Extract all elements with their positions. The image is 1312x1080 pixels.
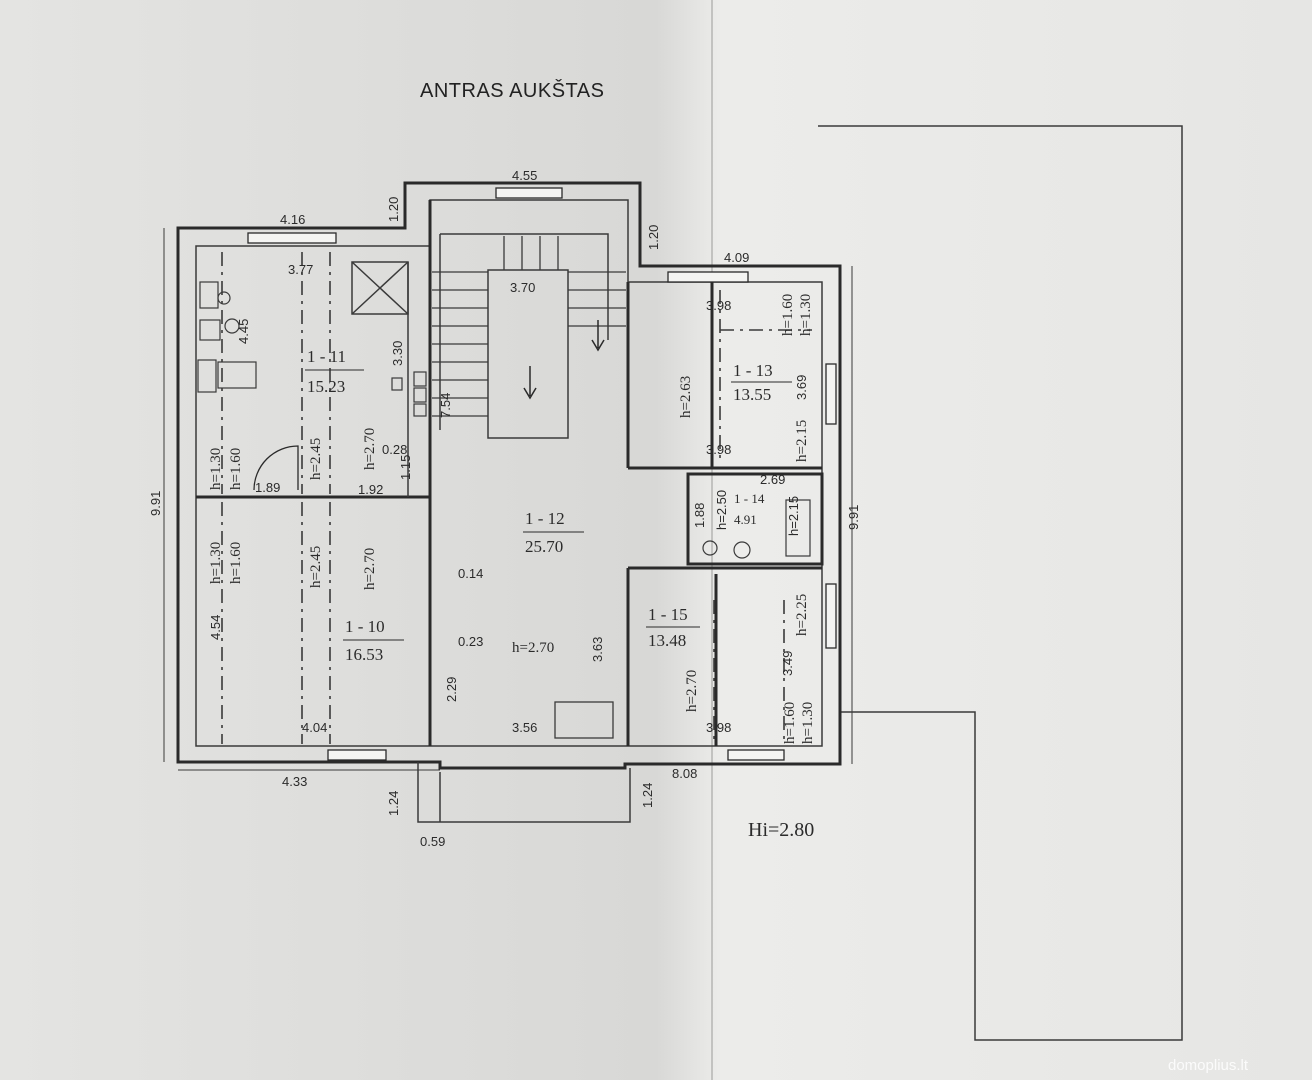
h-215-13: h=2.15 (794, 420, 810, 462)
dim-370: 3.70 (510, 280, 535, 295)
annex-outline (818, 125, 1183, 1041)
dim-404: 4.04 (302, 720, 327, 735)
h-160-10: h=1.60 (228, 542, 244, 584)
room-11-id: 1 - 11 (307, 347, 346, 366)
height-270-center: h=2.70 (512, 640, 554, 656)
h-130-15: h=1.30 (800, 702, 816, 744)
h-160-13: h=1.60 (780, 294, 796, 336)
bath-fixtures-11 (197, 281, 257, 393)
stair-arrow-2 (591, 320, 605, 352)
h-130-10: h=1.30 (208, 542, 224, 584)
room-15-id: 1 - 15 (648, 605, 688, 624)
dim-115: 1.15 (398, 455, 413, 480)
dim-991-left: 9.91 (148, 491, 163, 516)
shaft (351, 261, 409, 315)
dim-416: 4.16 (280, 212, 305, 227)
dim-188: 1.88 (692, 503, 707, 528)
dim-124-b: 1.24 (640, 783, 655, 808)
room-13-id: 1 - 13 (733, 361, 773, 380)
room-12-id: 1 - 12 (525, 509, 565, 528)
dim-120-a: 1.20 (386, 197, 401, 222)
door-11 (253, 445, 299, 491)
h-263: h=2.63 (678, 376, 694, 418)
dim-120-b: 1.20 (646, 225, 661, 250)
dim-433: 4.33 (282, 774, 307, 789)
stair-well (487, 269, 569, 439)
room-13-area: 13.55 (733, 385, 771, 404)
room-10-area: 16.53 (345, 645, 383, 664)
dim-454: 4.54 (208, 615, 223, 640)
dim-991-right: 9.91 (846, 505, 861, 530)
dim-124-a: 1.24 (386, 791, 401, 816)
bath-14-walls (686, 472, 824, 566)
dim-356: 3.56 (512, 720, 537, 735)
h-215-14: h=2.15 (786, 496, 801, 536)
dim-445: 4.45 (236, 319, 251, 344)
dim-808: 8.08 (672, 766, 697, 781)
h-160-15: h=1.60 (782, 702, 798, 744)
dim-398-b: 3.98 (706, 442, 731, 457)
stair-steps (432, 236, 626, 417)
outer-wall (176, 181, 842, 770)
h-270-10: h=2.70 (362, 548, 378, 590)
h-270-15: h=2.70 (684, 670, 700, 712)
dim-455: 4.55 (512, 168, 537, 183)
dim-398-c: 3.98 (706, 720, 731, 735)
dim-028: 0.28 (382, 442, 407, 457)
watermark: domoplius.lt (1168, 1057, 1249, 1074)
dim-369: 3.69 (794, 375, 809, 400)
h-270-11: h=2.70 (362, 428, 378, 470)
stair-rail (439, 233, 609, 430)
dim-014: 0.14 (458, 566, 483, 581)
dim-330: 3.30 (390, 341, 405, 366)
hi-label: Hi=2.80 (748, 819, 814, 841)
dim-189: 1.89 (255, 480, 280, 495)
dim-349: 3.49 (780, 651, 795, 676)
closet-fixtures (391, 371, 427, 417)
entrance-landing (417, 762, 631, 823)
height-zone-lines (221, 252, 812, 744)
bath-fixtures-14 (702, 499, 811, 559)
h-225-15: h=2.25 (794, 594, 810, 636)
h-245-11: h=2.45 (308, 438, 324, 480)
room-11-area: 15.23 (307, 377, 345, 396)
dim-023: 0.23 (458, 634, 483, 649)
shaft-x2 (351, 261, 409, 315)
h-130-13: h=1.30 (798, 294, 814, 336)
room-14-area: 4.91 (734, 512, 757, 527)
h-245-10: h=2.45 (308, 546, 324, 588)
room-12-area: 25.70 (525, 537, 563, 556)
dim-363: 3.63 (590, 637, 605, 662)
dimension-lines (163, 228, 853, 771)
windows (247, 187, 837, 761)
floor-title: ANTRAS AUKŠTAS (420, 79, 604, 102)
dim-398-a: 3.98 (706, 298, 731, 313)
dim-269: 2.69 (760, 472, 785, 487)
h-160-11: h=1.60 (228, 448, 244, 490)
h-130-11: h=1.30 (208, 448, 224, 490)
dim-754: 7.54 (438, 393, 453, 418)
room-14-id: 1 - 14 (734, 491, 765, 506)
dim-409: 4.09 (724, 250, 749, 265)
dim-059: 0.59 (420, 834, 445, 849)
dim-377: 3.77 (288, 262, 313, 277)
room-15-area: 13.48 (648, 631, 686, 650)
h-250-14: h=2.50 (714, 490, 729, 530)
radiator (554, 701, 614, 739)
dim-229: 2.29 (444, 677, 459, 702)
dim-192: 1.92 (358, 482, 383, 497)
room-10-id: 1 - 10 (345, 617, 385, 636)
stair-arrow (523, 366, 537, 400)
